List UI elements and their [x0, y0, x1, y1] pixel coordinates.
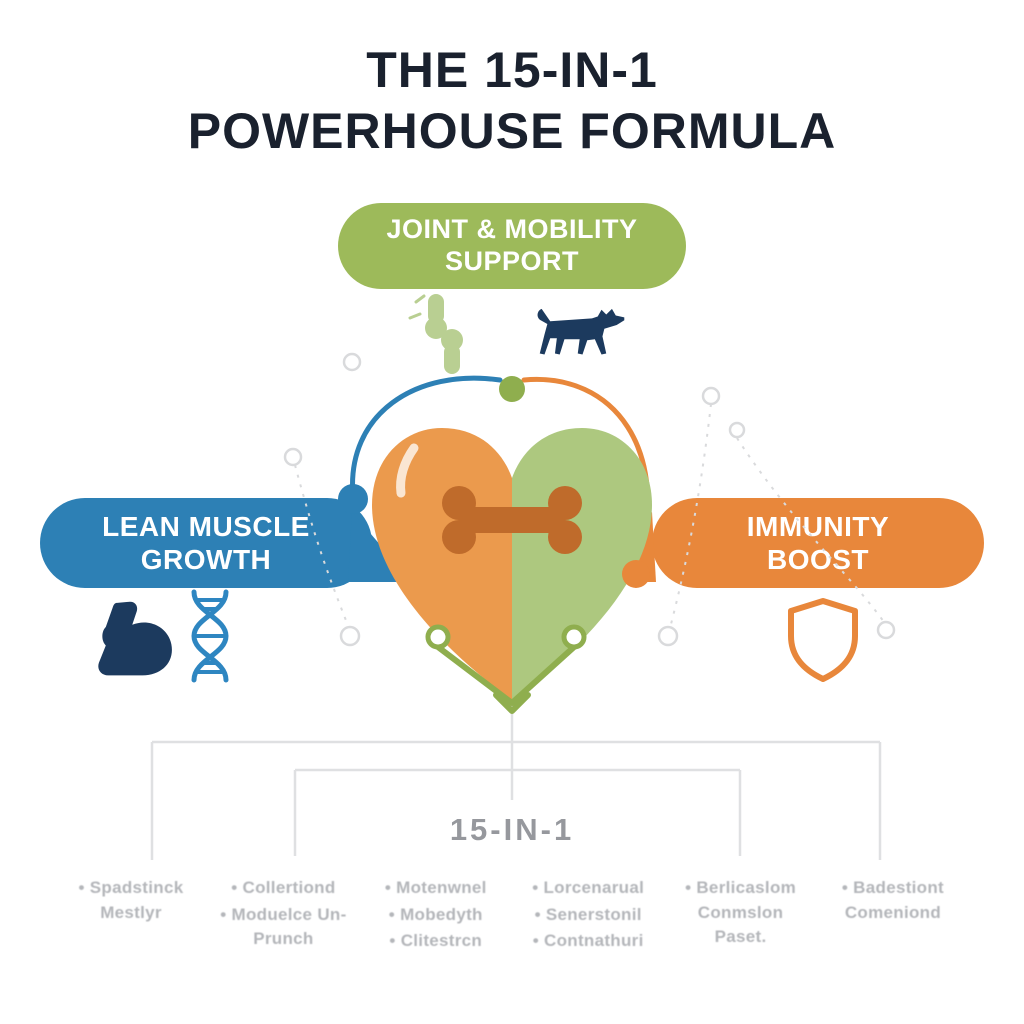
ingredient-column-1: Spadstinck Mestlyr: [60, 876, 202, 956]
badge-immunity-line2: BOOST: [766, 544, 870, 575]
right-node-circle: [622, 560, 650, 588]
badge-muscle-line1: LEAN MUSCLE: [102, 510, 310, 542]
right-badge-pointer: [600, 512, 656, 582]
ingredient-column-5: Berlicaslom Conmslon Paset.: [670, 876, 812, 956]
title-line1: THE 15-IN-1: [366, 42, 658, 98]
list-item: Lorcenarual: [517, 876, 659, 901]
badge-immunity-line1: IMMUNITY: [746, 510, 890, 542]
blue-arc: [350, 375, 503, 499]
badge-muscle-line2: GROWTH: [140, 544, 272, 575]
ingredient-column-4: Lorcenarual Senerstonil Contnathuri: [517, 876, 659, 956]
ingredient-columns: Spadstinck Mestlyr Collertiond Moduelce …: [60, 876, 964, 956]
heart-highlight: [396, 443, 419, 498]
list-item: Badestiont Comeniond: [822, 876, 964, 925]
badge-joint-line1: JOINT & MOBILITY: [386, 214, 638, 245]
heart-shape: [372, 428, 652, 700]
bicep-icon: [98, 601, 172, 676]
badge-joint-line2: SUPPORT: [444, 246, 580, 276]
list-item: Collertiond: [212, 876, 354, 901]
list-item: Senerstonil: [517, 903, 659, 928]
list-item: Moduelce Un-Prunch: [212, 903, 354, 952]
list-item: Spadstinck Mestlyr: [60, 876, 202, 925]
list-item: Contnathuri: [517, 929, 659, 954]
ingredient-column-2: Collertiond Moduelce Un-Prunch: [212, 876, 354, 956]
title-line2: POWERHOUSE FORMULA: [187, 103, 837, 159]
list-item: Mobedyth: [365, 903, 507, 928]
ingredient-column-3: Motenwnel Mobedyth Clitestrcn: [365, 876, 507, 956]
bottom-v-connector: [425, 624, 587, 714]
top-node-circle: [499, 376, 525, 402]
heart-right-half: [512, 428, 652, 700]
dog-icon: [537, 308, 625, 355]
badge-joint-mobility: JOINT & MOBILITY SUPPORT: [338, 203, 686, 289]
page-title: THE 15-IN-1 POWERHOUSE FORMULA: [0, 40, 1024, 162]
list-item: Berlicaslom Conmslon Paset.: [670, 876, 812, 950]
orange-arc: [521, 376, 651, 571]
ingredient-column-6: Badestiont Comeniond: [822, 876, 964, 956]
shield-icon: [788, 598, 858, 682]
badge-immunity: IMMUNITY BOOST: [652, 498, 984, 588]
dna-icon: [191, 589, 229, 683]
center-label-15in1: 15-IN-1: [449, 812, 575, 847]
list-item: Motenwnel: [365, 876, 507, 901]
heart-left-half: [372, 428, 512, 700]
bone-icon: [442, 486, 582, 554]
joint-icon: [408, 294, 463, 374]
badge-lean-muscle: LEAN MUSCLE GROWTH: [40, 498, 372, 588]
list-item: Clitestrcn: [365, 929, 507, 954]
